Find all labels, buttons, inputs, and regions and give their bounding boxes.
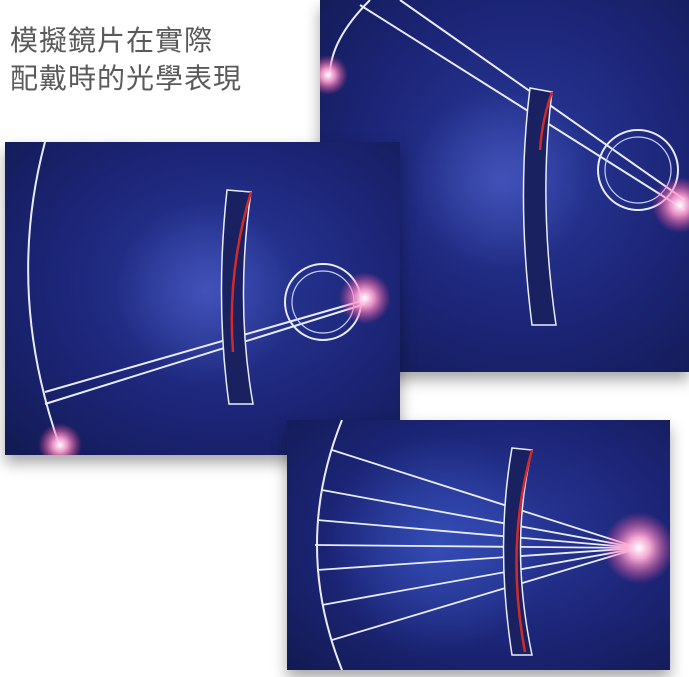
caption-line-2: 配戴時的光學表現 [10, 62, 243, 95]
ray-line [44, 303, 366, 405]
ray-fan-diagram [314, 420, 670, 670]
lens-shape [522, 87, 557, 326]
background-glow [410, 90, 590, 270]
lens-eye-diagram [27, 142, 391, 455]
ray-line [331, 449, 640, 549]
ray-line [359, 4, 686, 211]
light-flare [339, 272, 391, 324]
background-glow [327, 435, 547, 655]
ray-line [316, 519, 640, 549]
lens-shape [220, 189, 254, 405]
eye-inner [604, 136, 672, 204]
ray-line [44, 299, 366, 393]
ray-line [316, 547, 640, 571]
lens-simulation-panel-bottom [287, 420, 670, 670]
background-glow [115, 202, 295, 382]
light-flare [652, 177, 689, 233]
ray-line [321, 489, 640, 549]
ray-fan [314, 449, 640, 641]
eye-outline [597, 129, 679, 211]
light-flare [38, 423, 82, 455]
lens-red-surface [230, 191, 253, 353]
caption-line-1: 模擬鏡片在實際 [10, 24, 214, 57]
ray-line [321, 547, 640, 606]
ray-line [314, 544, 640, 549]
lens-eye-diagram [320, 0, 689, 326]
light-flare [603, 512, 670, 584]
lens-red-surface [515, 449, 534, 653]
lens-red-surface [538, 91, 554, 151]
ray-arc [27, 142, 61, 448]
light-flare [320, 55, 348, 95]
ray-line [331, 547, 640, 641]
caption: 模擬鏡片在實際 配戴時的光學表現 [10, 22, 242, 98]
lens-simulation-panel-left [5, 142, 400, 455]
